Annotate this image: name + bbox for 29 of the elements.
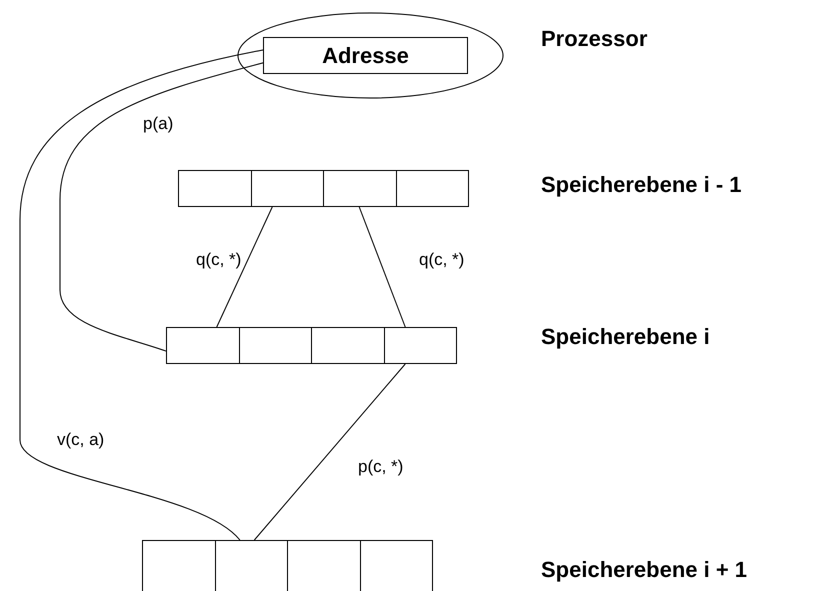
connector-line <box>254 364 406 540</box>
memory-cell <box>360 540 433 591</box>
memory-row <box>178 170 469 207</box>
address-box: Adresse <box>263 37 468 74</box>
connector-line <box>60 62 264 352</box>
memory-cell <box>142 540 216 591</box>
edge-label: p(a) <box>143 114 174 134</box>
processor-ellipse <box>238 13 503 98</box>
memory-row <box>166 327 457 364</box>
connector-line <box>216 206 273 328</box>
connector-line <box>358 206 406 328</box>
edge-label: v(c, a) <box>57 430 104 450</box>
memory-cell <box>323 170 396 207</box>
level-label: Speicherebene i <box>541 324 710 350</box>
edge-label: p(c, *) <box>358 457 404 477</box>
level-label: Speicherebene i - 1 <box>541 172 742 198</box>
memory-cell <box>311 327 384 364</box>
edge-label: q(c, *) <box>419 250 464 270</box>
memory-cell <box>178 170 252 207</box>
memory-cell <box>396 170 469 207</box>
memory-row <box>142 540 433 591</box>
level-label: Prozessor <box>541 26 648 52</box>
level-label: Speicherebene i + 1 <box>541 557 748 583</box>
connector-line <box>20 49 264 540</box>
memory-cell <box>384 327 457 364</box>
edge-label: q(c, *) <box>196 250 242 270</box>
memory-cell <box>250 170 324 207</box>
memory-cell <box>238 327 312 364</box>
memory-cell <box>166 327 240 364</box>
